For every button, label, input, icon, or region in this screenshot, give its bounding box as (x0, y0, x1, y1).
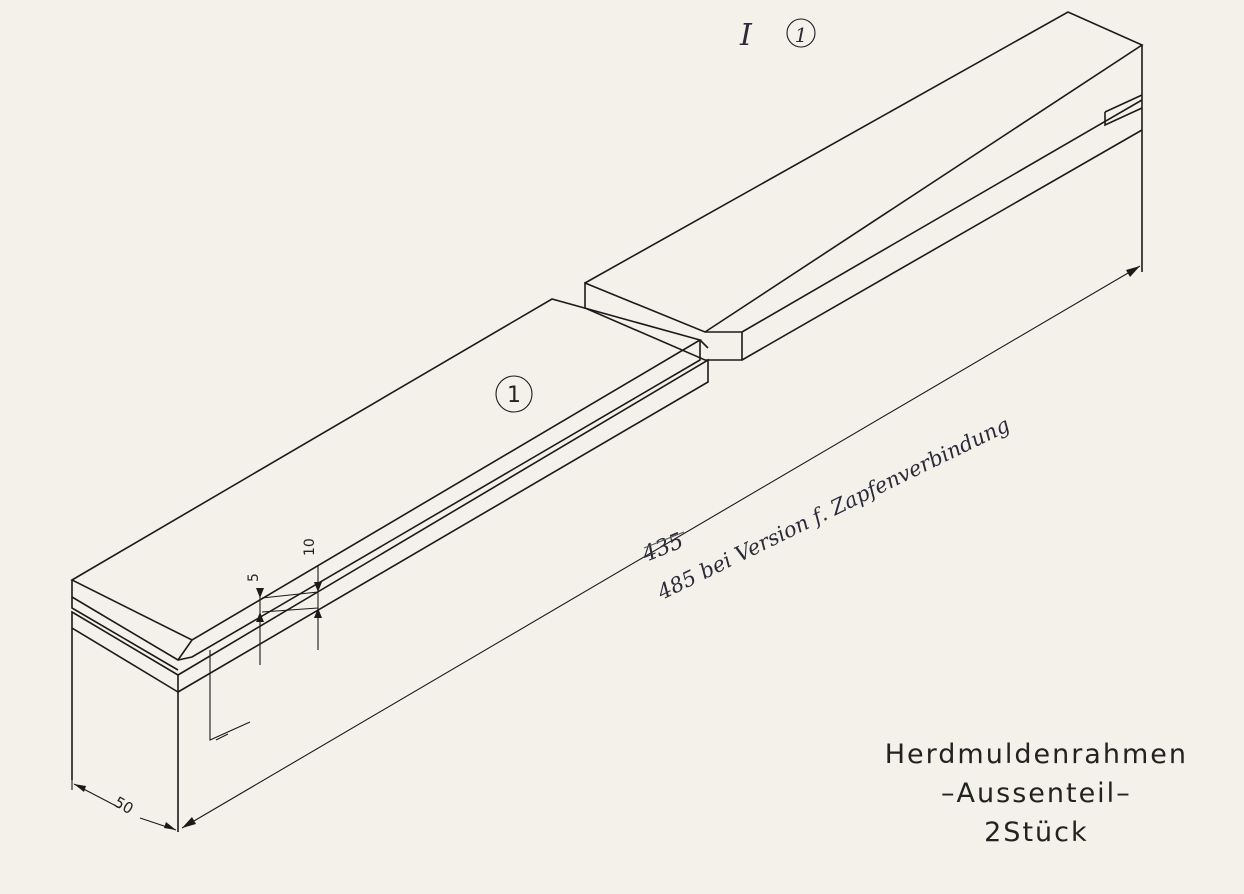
width-label: 50 (111, 793, 137, 818)
slot-depth-label: 10 (302, 538, 318, 556)
slot-dimensions: 5 10 (209, 538, 322, 741)
strike-line (643, 531, 685, 549)
svg-text:1: 1 (795, 23, 808, 47)
length-original: 435 (638, 529, 687, 568)
title-block: Herdmuldenrahmen –Aussenteil– 2Stück (885, 735, 1188, 852)
hatched-section (584, 281, 743, 361)
title-quantity: 2Stück (984, 817, 1089, 848)
right-board (584, 11, 1144, 361)
length-dimension (181, 265, 1141, 829)
length-note: 485 bei Version f. Zapfenverbindung (653, 413, 1014, 605)
title-name: Herdmuldenrahmen (884, 739, 1188, 770)
svg-text:I: I (739, 18, 753, 53)
title-subtitle: –Aussenteil– (941, 778, 1132, 809)
slot-width-label: 5 (246, 573, 262, 582)
detail-label: I 1 (739, 18, 816, 53)
svg-text:1: 1 (507, 383, 521, 408)
part-balloon: 1 (495, 375, 533, 413)
width-dimension: 50 (71, 780, 177, 831)
left-board (70, 298, 709, 832)
